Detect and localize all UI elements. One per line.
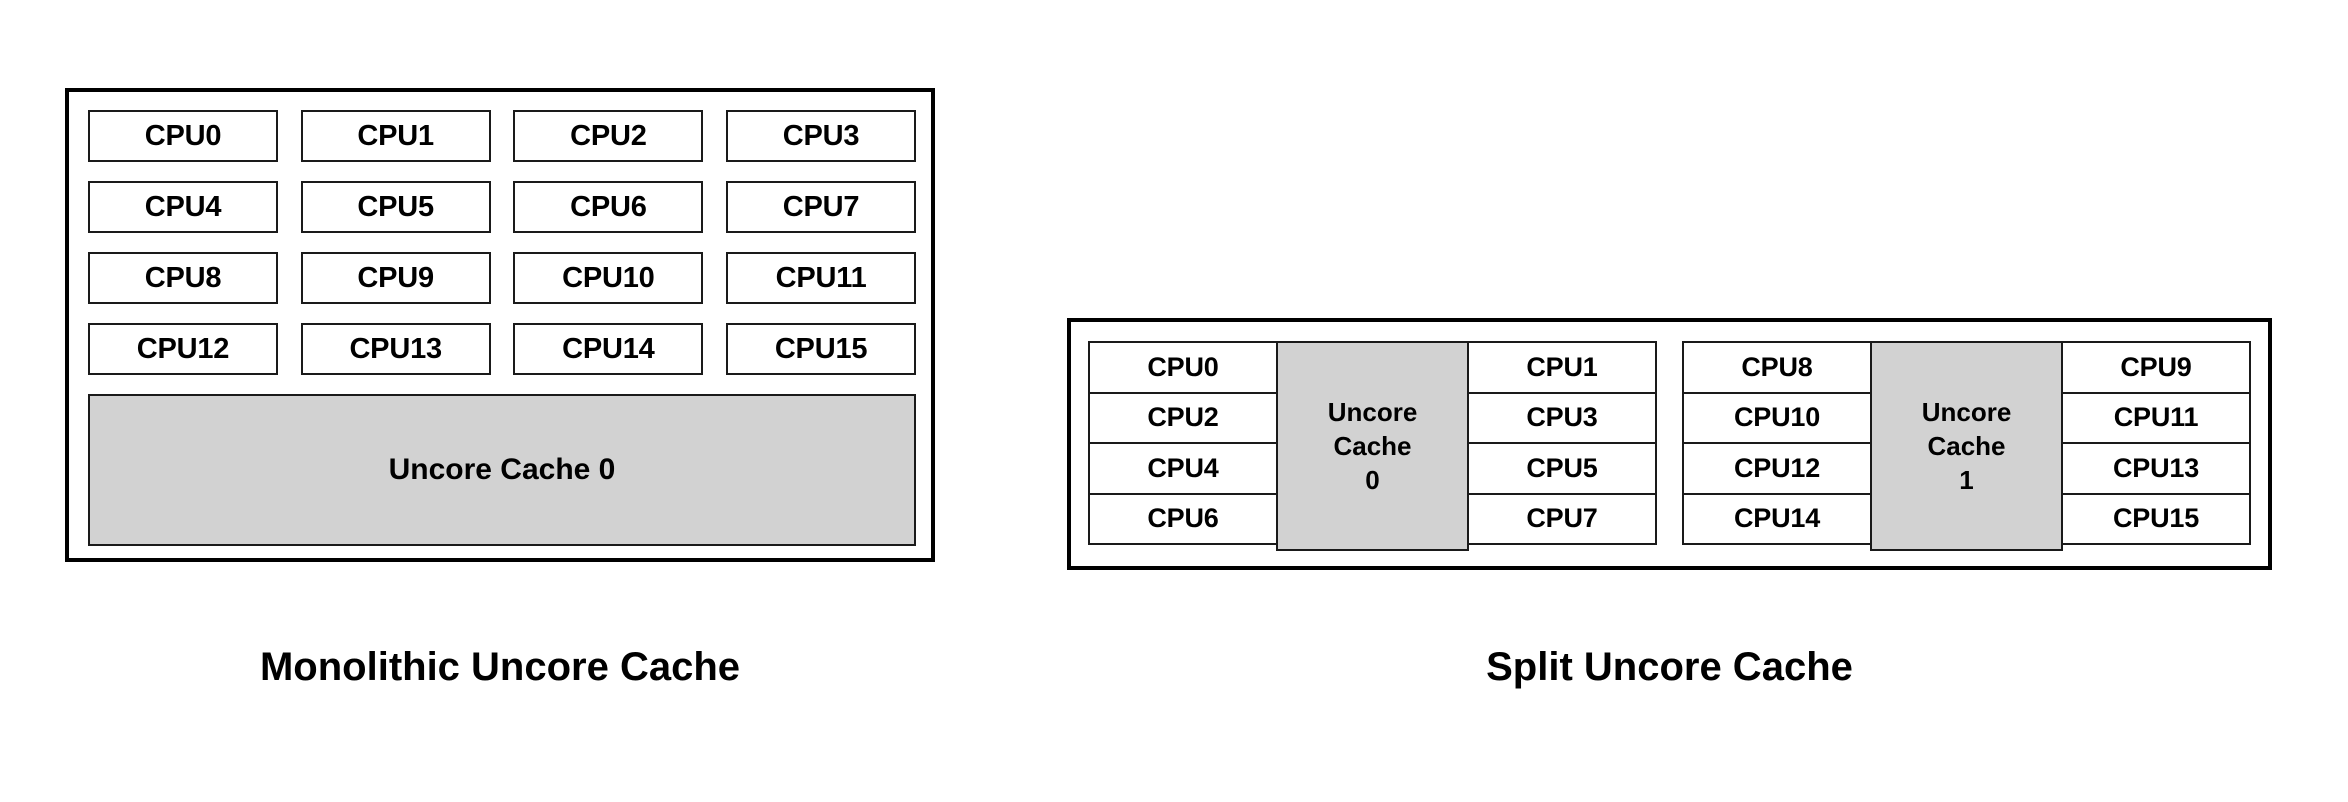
split-cpu-column-left: CPU8 CPU10 CPU12 CPU14 [1682, 341, 1872, 551]
cpu-box: CPU10 [513, 252, 704, 304]
cpu-box: CPU14 [1682, 492, 1872, 545]
uncore-cache-block: Uncore Cache 0 [88, 394, 916, 546]
cpu-box: CPU0 [88, 110, 278, 162]
cpu-box: CPU6 [513, 181, 704, 233]
cpu-box: CPU3 [726, 110, 917, 162]
cpu-box: CPU10 [1682, 391, 1872, 444]
cpu-box: CPU9 [2061, 341, 2251, 394]
cpu-box: CPU5 [300, 181, 491, 233]
uncore-cache-label-line1: Uncore [1921, 396, 2012, 427]
monolithic-cpu-grid: CPU0 CPU1 CPU2 CPU3 CPU4 CPU5 CPU6 CPU7 … [88, 110, 917, 375]
cpu-box: CPU0 [1088, 341, 1278, 394]
split-cache-group: CPU0 CPU2 CPU4 CPU6 Uncore Cache 0 CPU1 … [1088, 341, 1657, 551]
uncore-cache-label-line1: Uncore [1327, 396, 1418, 427]
cpu-box: CPU15 [2061, 492, 2251, 545]
cpu-box: CPU5 [1467, 442, 1657, 495]
cpu-box: CPU15 [726, 323, 917, 375]
monolithic-package-outline: CPU0 CPU1 CPU2 CPU3 CPU4 CPU5 CPU6 CPU7 … [65, 88, 935, 562]
uncore-cache-label-line3: 0 [1365, 465, 1380, 496]
cpu-box: CPU8 [1682, 341, 1872, 394]
uncore-cache-label-line2: Cache [1927, 430, 2006, 461]
cpu-box: CPU13 [2061, 442, 2251, 495]
split-caption: Split Uncore Cache [1486, 645, 1853, 689]
cpu-box: CPU11 [2061, 391, 2251, 444]
uncore-cache-label-line3: 1 [1959, 465, 1974, 496]
cpu-box: CPU9 [300, 252, 491, 304]
split-cpu-column-right: CPU9 CPU11 CPU13 CPU15 [2061, 341, 2251, 551]
uncore-cache-label-line2: Cache [1333, 430, 1412, 461]
uncore-cache-block: Uncore Cache 0 [1276, 341, 1469, 551]
cpu-box: CPU7 [1467, 492, 1657, 545]
split-cpu-column-left: CPU0 CPU2 CPU4 CPU6 [1088, 341, 1278, 551]
cpu-box: CPU2 [513, 110, 704, 162]
cpu-box: CPU4 [88, 181, 278, 233]
cpu-box: CPU3 [1467, 391, 1657, 444]
cpu-box: CPU1 [1467, 341, 1657, 394]
cpu-box: CPU4 [1088, 442, 1278, 495]
split-package-outline: CPU0 CPU2 CPU4 CPU6 Uncore Cache 0 CPU1 … [1067, 318, 2272, 570]
split-cpu-column-right: CPU1 CPU3 CPU5 CPU7 [1467, 341, 1657, 551]
cpu-box: CPU6 [1088, 492, 1278, 545]
split-cache-group: CPU8 CPU10 CPU12 CPU14 Uncore Cache 1 CP… [1682, 341, 2251, 551]
cpu-box: CPU2 [1088, 391, 1278, 444]
monolithic-caption: Monolithic Uncore Cache [259, 645, 741, 689]
cpu-box: CPU12 [1682, 442, 1872, 495]
cpu-box: CPU7 [726, 181, 917, 233]
cpu-box: CPU13 [300, 323, 491, 375]
cpu-box: CPU1 [300, 110, 491, 162]
cpu-box: CPU11 [726, 252, 917, 304]
uncore-cache-block: Uncore Cache 1 [1870, 341, 2063, 551]
cpu-box: CPU14 [513, 323, 704, 375]
cpu-box: CPU12 [88, 323, 278, 375]
cpu-box: CPU8 [88, 252, 278, 304]
